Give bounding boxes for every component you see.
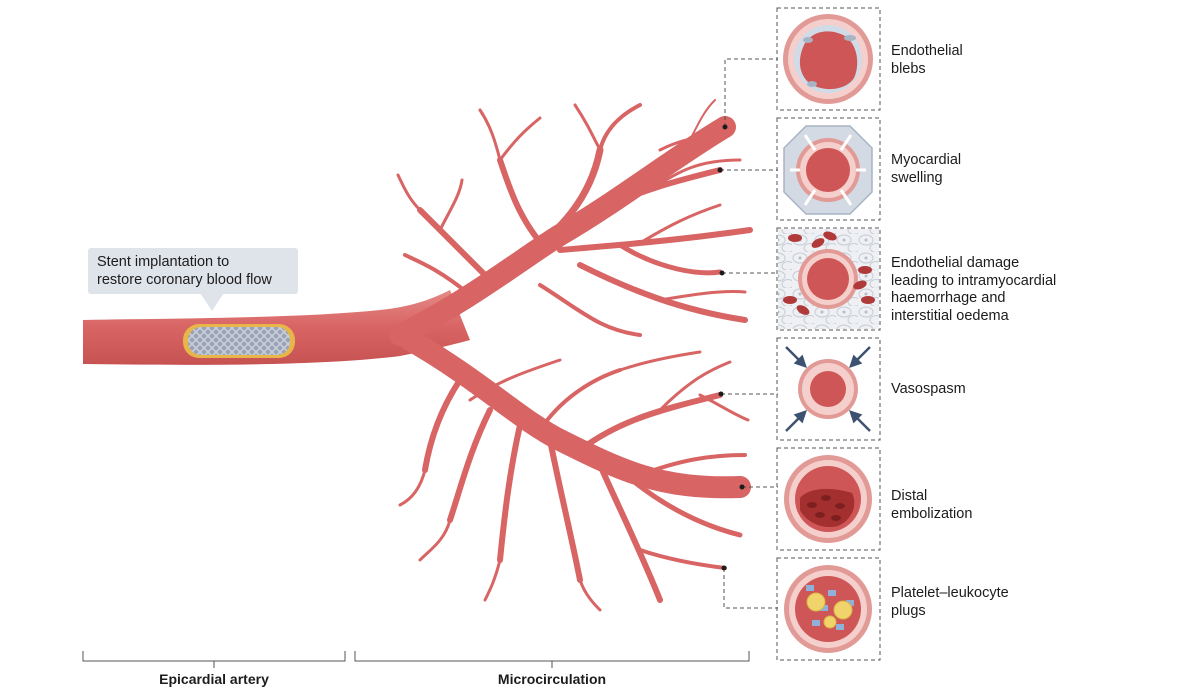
label-line: blebs (891, 60, 926, 77)
callout-line-1: Stent implantation to (97, 254, 230, 270)
stent-callout: Stent implantation to restore coronary b… (88, 248, 298, 294)
panel-boxes (776, 7, 881, 661)
vasospasm-vessel-illustration (785, 346, 871, 432)
blebs-vessel-illustration (783, 14, 873, 104)
microcirculation-label: Microcirculation (497, 671, 607, 687)
callout-tail (200, 293, 224, 311)
swelling-vessel-illustration (783, 125, 873, 215)
label-distal-embolization: Distal embolization (891, 488, 972, 523)
microcirculation-tree (389, 99, 753, 612)
label-line: embolization (891, 505, 973, 522)
label-line: Endothelial damage (891, 255, 1020, 271)
label-line: Vasospasm (891, 381, 966, 397)
label-endothelial-damage: Endothelial damage leading to intramyoca… (891, 255, 1056, 325)
label-myocardial-swelling: Myocardial swelling (891, 152, 961, 187)
label-line: leading to intramyocardial (891, 272, 1057, 289)
axis-brackets (82, 651, 750, 668)
label-line: interstitial oedema (891, 307, 1009, 324)
label-line: Platelet–leukocyte (891, 585, 1009, 601)
label-endothelial-blebs: Endothelial blebs (891, 43, 963, 78)
terminal-dots (717, 124, 745, 571)
embolization-vessel-illustration (784, 455, 872, 543)
label-platelet-leukocyte-plugs: Platelet–leukocyte plugs (891, 585, 1009, 620)
stent (183, 324, 295, 358)
damage-vessel-illustration (778, 229, 879, 329)
label-vasospasm: Vasospasm (891, 381, 966, 399)
label-line: Endothelial (891, 43, 963, 59)
epicardial-artery-label: Epicardial artery (159, 671, 269, 687)
label-line: Myocardial (891, 152, 962, 168)
label-line: haemorrhage and (891, 290, 1006, 306)
plugs-vessel-illustration (784, 565, 872, 653)
label-line: plugs (891, 602, 926, 619)
callout-line-2: restore coronary blood flow (97, 272, 272, 288)
label-line: swelling (891, 169, 943, 186)
label-line: Distal (891, 488, 928, 504)
connectors (720, 58, 778, 609)
